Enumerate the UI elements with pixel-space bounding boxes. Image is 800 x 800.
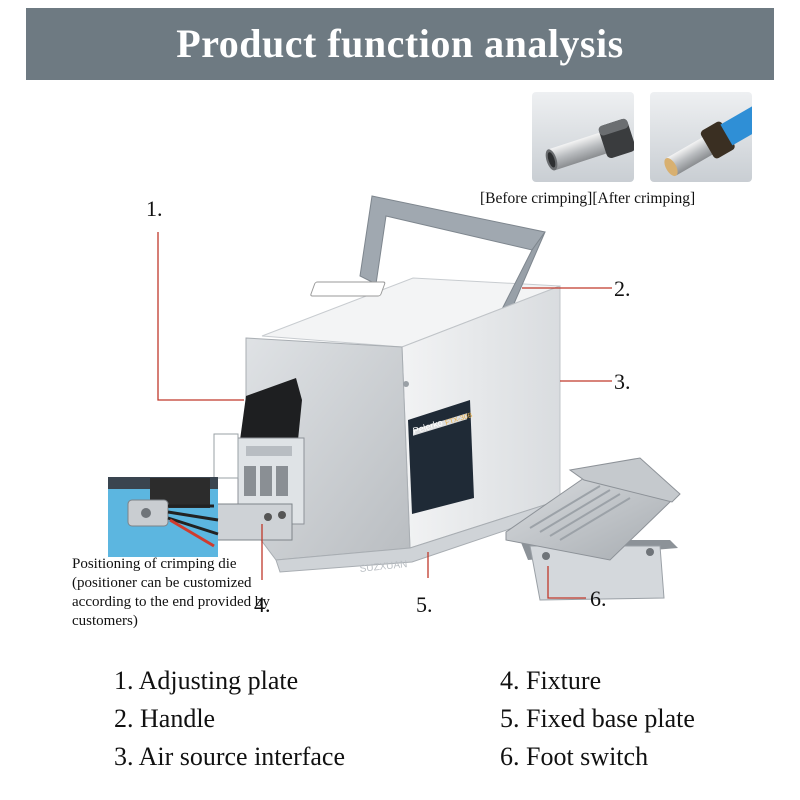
callout-number-5: 5. bbox=[416, 592, 433, 617]
fixture bbox=[213, 503, 293, 541]
page-title: Product function analysis bbox=[176, 21, 624, 66]
positioner-inset-photo bbox=[108, 477, 219, 557]
before-crimping-photo bbox=[532, 92, 634, 182]
callout-number-2: 2. bbox=[614, 276, 631, 301]
title-banner: Product function analysis bbox=[26, 8, 774, 80]
foot-pedal bbox=[505, 477, 673, 561]
legend-item-fixed-base-plate: 5. Fixed base plate bbox=[500, 704, 695, 733]
callout-line-1 bbox=[157, 232, 244, 401]
positioning-note: Positioning of crimping die (positioner … bbox=[72, 556, 270, 629]
legend-item-foot-switch: 6. Foot switch bbox=[500, 742, 649, 771]
legend-item-handle: 2. Handle bbox=[114, 704, 216, 733]
callout-number-4: 4. bbox=[254, 592, 271, 617]
callout-number-3: 3. bbox=[614, 369, 631, 394]
before-crimping-label: [Before crimping] bbox=[480, 190, 593, 207]
callout-number-6: 6. bbox=[590, 586, 607, 611]
legend-item-fixture: 4. Fixture bbox=[500, 666, 602, 695]
before-after-caption: [Before crimping][After crimping] bbox=[480, 190, 695, 208]
legend-item-adjusting-plate: 1. Adjusting plate bbox=[114, 666, 299, 695]
callout-line-6 bbox=[547, 566, 586, 599]
foot-switch bbox=[505, 457, 681, 601]
callout-number-1: 1. bbox=[146, 196, 163, 221]
after-crimping-label: [After crimping] bbox=[592, 190, 696, 207]
legend-item-air-source-interface: 3. Air source interface bbox=[114, 742, 346, 771]
after-crimping-photo bbox=[650, 92, 752, 182]
machine-watermark: SUZXUAN bbox=[359, 559, 408, 575]
handle bbox=[359, 195, 546, 285]
